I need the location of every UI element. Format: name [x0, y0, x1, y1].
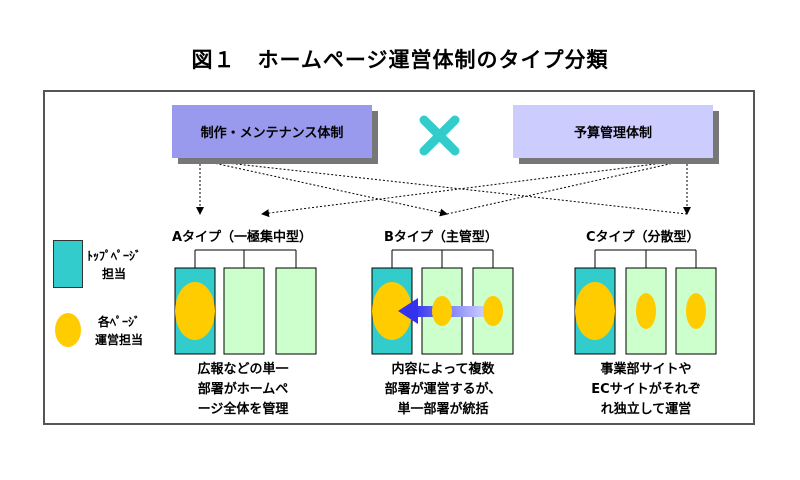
- type-b-description: 内容によって複数 部署が運営するが、 単一部署が統括: [384, 362, 502, 417]
- type-c-top-page-oval: [575, 282, 615, 340]
- legend-each-page-label: 各ﾍﾟｰｼﾞ 運営担当: [94, 315, 143, 347]
- type-c-label: Cタイプ（分散型）: [586, 230, 700, 245]
- type-c-page-oval-3: [686, 293, 706, 329]
- production-maintenance-system-box: 制作・メンテナンス体制: [172, 105, 372, 158]
- type-a-top-page-oval: [175, 282, 215, 340]
- diagram-title: 図１ ホームページ運営体制のタイプ分類: [191, 48, 609, 72]
- cross-mark-icon: [419, 115, 460, 156]
- type-b-label: Bタイプ（主管型）: [384, 230, 498, 245]
- legend-each-page-swatch: [55, 313, 81, 347]
- left-arrow-icon: [398, 298, 418, 324]
- type-a-label: Aタイプ（一極集中型）: [172, 230, 313, 245]
- type-a-page-box-3: [275, 267, 317, 355]
- connector-lines: [196, 159, 691, 218]
- type-a-page-box-2: [223, 267, 265, 355]
- type-c-structure: [594, 249, 697, 268]
- budget-management-system-box: 予算管理体制: [513, 105, 713, 158]
- type-b-page-oval-2: [432, 296, 452, 326]
- type-a-description: 広報などの単一 部署がホームペ ージ全体を管理: [197, 362, 289, 417]
- type-b-page-oval-3: [483, 296, 503, 326]
- type-b-top-page-oval: [372, 282, 412, 340]
- type-c-page-oval-2: [636, 293, 656, 329]
- type-a-structure: [194, 249, 297, 268]
- diagram-frame: [43, 90, 755, 425]
- legend-top-page-swatch: [53, 240, 83, 288]
- type-b-structure: [391, 249, 494, 268]
- legend-top-page-label: ﾄｯﾌﾟﾍﾟｰｼﾞ 担当: [86, 249, 141, 281]
- type-c-description: 事業部サイトや ECサイトがそれぞ れ独立して運営: [591, 362, 701, 417]
